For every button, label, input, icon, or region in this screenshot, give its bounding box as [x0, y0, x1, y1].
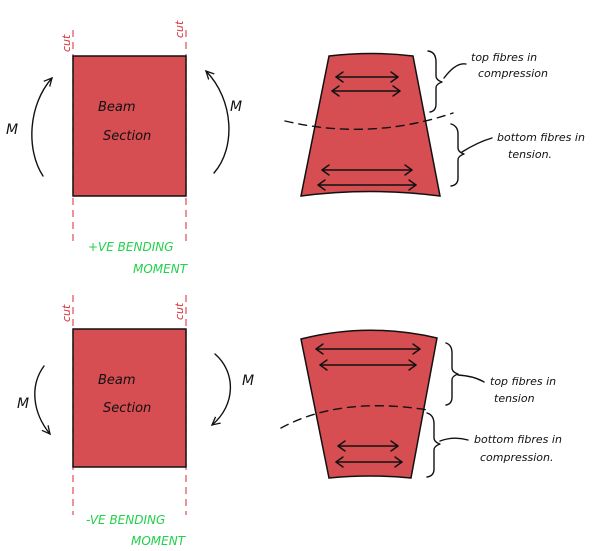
negative-bending-diagram: cut cut Beam Section M M top fibres in t…	[17, 295, 562, 548]
right-moment-arrow	[206, 71, 230, 174]
annotation-top-negative-1: top fibres in	[490, 375, 556, 388]
brace-top-negative	[445, 342, 459, 406]
leader-bottom-positive	[461, 137, 493, 153]
brace-bottom-positive	[450, 123, 465, 187]
brace-top-positive	[427, 50, 443, 113]
left-moment-label: M	[6, 122, 18, 138]
annotation-top-positive-2: compression	[478, 67, 548, 80]
right-cut-label: cut	[173, 302, 186, 320]
beam-label-line2: Section	[103, 129, 151, 144]
neutral-axis-positive	[284, 112, 454, 131]
bent-beam-negative	[300, 329, 438, 479]
positive-bending-label-2: MOMENT	[133, 262, 189, 276]
annotation-bottom-positive-2: tension.	[508, 148, 552, 161]
tension-arrows-bottom	[317, 164, 417, 191]
annotation-bottom-negative-1: bottom fibres in	[474, 433, 562, 446]
beam-label-line2: Section	[103, 401, 151, 416]
brace-bottom-negative	[426, 412, 441, 478]
beam-section	[72, 55, 187, 197]
annotation-bottom-positive-1: bottom fibres in	[497, 131, 585, 144]
negative-bending-label-2: MOMENT	[131, 534, 187, 548]
annotation-top-positive-1: top fibres in	[471, 51, 537, 64]
right-moment-label: M	[230, 99, 242, 115]
neutral-axis-negative	[280, 405, 429, 429]
bent-beam-positive	[300, 52, 441, 197]
compression-arrows-top	[331, 71, 401, 97]
left-cut-label: cut	[60, 304, 73, 322]
left-moment-arrow	[34, 365, 50, 434]
left-moment-arrow	[31, 78, 52, 177]
compression-arrows-bottom	[335, 440, 403, 468]
left-cut-label: cut	[60, 34, 73, 52]
beam-label-line1: Beam	[98, 100, 136, 115]
right-moment-label: M	[242, 373, 254, 389]
leader-bottom-negative	[439, 437, 469, 442]
positive-bending-label-1: +VE BENDING	[88, 240, 174, 254]
annotation-top-negative-2: tension	[494, 392, 535, 405]
leader-top-positive	[443, 63, 467, 79]
leader-top-negative	[457, 374, 485, 383]
right-moment-arrow	[212, 353, 232, 425]
right-cut-label: cut	[173, 20, 186, 38]
beam-label-line1: Beam	[98, 373, 136, 388]
annotation-bottom-negative-2: compression.	[480, 451, 553, 464]
tension-arrows-top	[315, 343, 421, 371]
positive-bending-diagram: cut cut Beam Section M M top fi	[6, 20, 585, 276]
left-moment-label: M	[17, 396, 29, 412]
negative-bending-label-1: -VE BENDING	[86, 513, 165, 527]
beam-section	[72, 328, 187, 468]
